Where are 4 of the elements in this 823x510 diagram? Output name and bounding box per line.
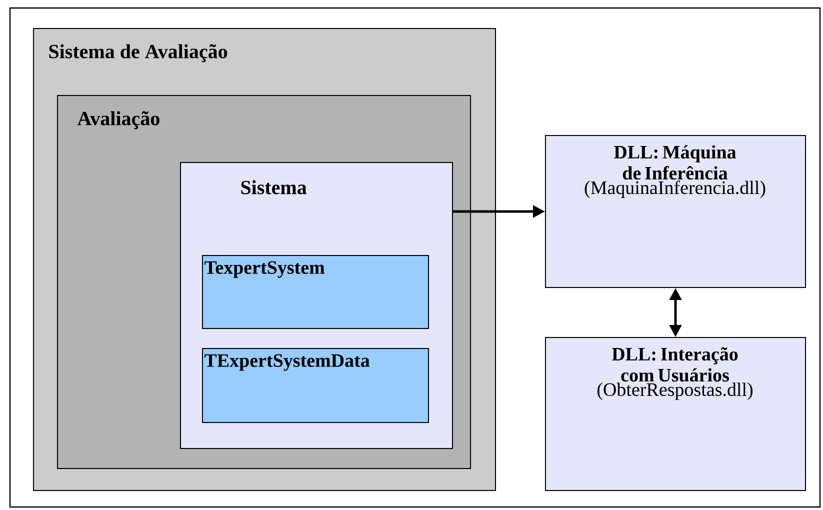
class-box: TexpertSystem	[202, 255, 429, 329]
class-box: TExpertSystemData	[202, 348, 429, 423]
module-box: DLL: Interação com Usuários (ObterRespostas.dll)	[545, 336, 806, 491]
module-box: DLL: Máquina de Inferência (MaquinaInferencia.dll)	[545, 135, 806, 288]
